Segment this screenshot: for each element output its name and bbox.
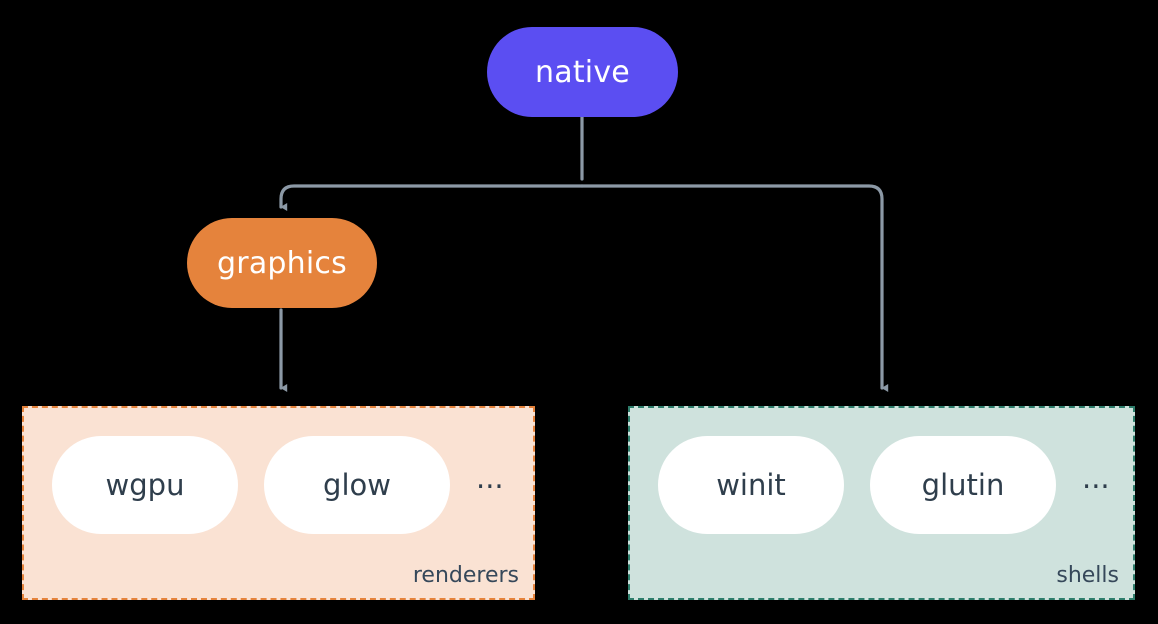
node-graphics-label: graphics xyxy=(217,245,347,281)
renderers-ellipsis: ... xyxy=(476,460,504,495)
cluster-renderers: wgpu glow ... renderers xyxy=(22,406,535,600)
shells-ellipsis: ... xyxy=(1082,460,1110,495)
leaf-winit[interactable]: winit xyxy=(658,436,844,534)
edge-native-to-shells xyxy=(580,184,889,393)
node-graphics[interactable]: graphics xyxy=(187,218,377,308)
cluster-shells: winit glutin ... shells xyxy=(628,406,1135,600)
leaf-wgpu[interactable]: wgpu xyxy=(52,436,238,534)
cluster-renderers-items: wgpu glow ... xyxy=(24,436,533,534)
leaf-glow[interactable]: glow xyxy=(264,436,450,534)
leaf-winit-label: winit xyxy=(716,468,786,502)
node-native[interactable]: native xyxy=(487,27,678,117)
cluster-renderers-label: renderers xyxy=(412,563,519,588)
cluster-shells-items: winit glutin ... xyxy=(630,436,1133,534)
leaf-wgpu-label: wgpu xyxy=(105,468,185,502)
leaf-glutin[interactable]: glutin xyxy=(870,436,1056,534)
leaf-glutin-label: glutin xyxy=(921,468,1005,502)
leaf-glow-label: glow xyxy=(323,468,391,502)
edge-native-to-graphics xyxy=(279,184,584,212)
cluster-shells-label: shells xyxy=(1056,563,1119,588)
node-native-label: native xyxy=(535,54,630,90)
